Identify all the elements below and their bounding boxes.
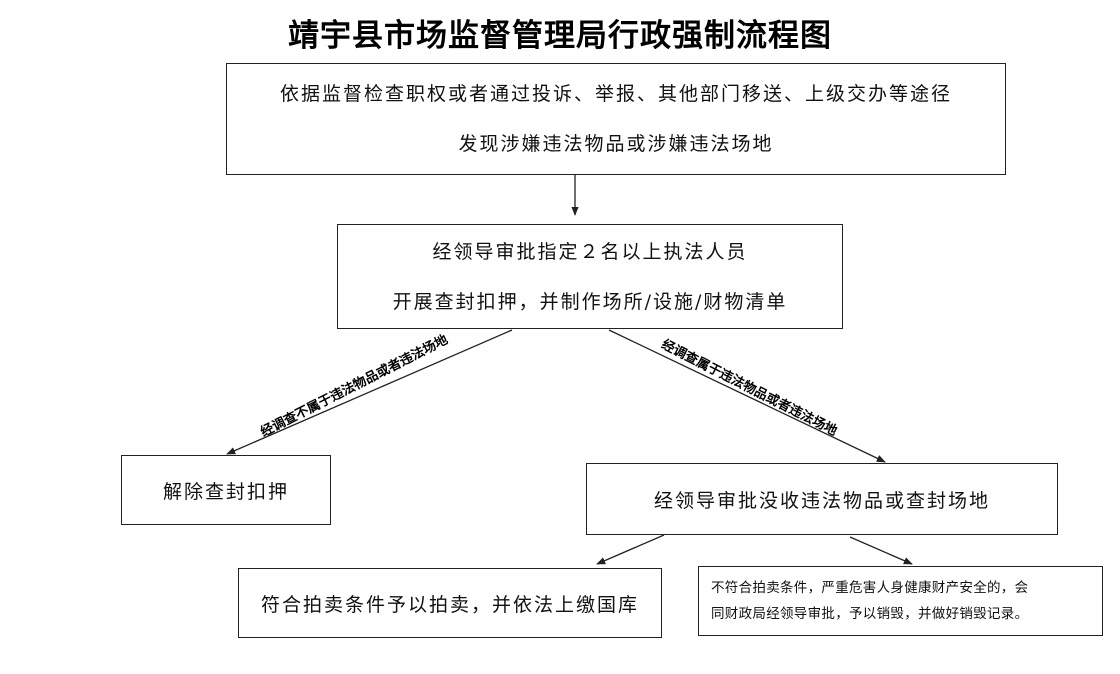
node-start-line1: 依据监督检查职权或者通过投诉、举报、其他部门移送、上级交办等途径: [279, 83, 952, 105]
node-release: 解除查封扣押: [121, 455, 331, 525]
node-auction-line1: 符合拍卖条件予以拍卖，并依法上缴国库: [260, 593, 639, 616]
arrow-confiscate-to-destroy: [849, 536, 913, 565]
node-confiscate-line1: 经领导审批没收违法物品或查封场地: [653, 489, 990, 512]
node-release-line1: 解除查封扣押: [162, 480, 289, 503]
node-start-line2: 发现涉嫌违法物品或涉嫌违法场地: [458, 133, 774, 155]
arrow-seize-to-release: [226, 329, 513, 455]
node-destroy-line1: 不符合拍卖条件，严重危害人身健康财产安全的，会: [711, 580, 1029, 596]
node-confiscate: 经领导审批没收违法物品或查封场地: [586, 463, 1058, 535]
node-destroy: 不符合拍卖条件，严重危害人身健康财产安全的，会 同财政局经领导审批，予以销毁，并…: [698, 566, 1103, 636]
node-seize-line1: 经领导审批指定２名以上执法人员: [432, 240, 748, 263]
node-destroy-line2: 同财政局经领导审批，予以销毁，并做好销毁记录。: [711, 606, 1029, 622]
page-title: 靖宇县市场监督管理局行政强制流程图: [288, 18, 832, 54]
node-auction: 符合拍卖条件予以拍卖，并依法上缴国库: [238, 568, 662, 638]
node-seize-line2: 开展查封扣押，并制作场所/设施/财物清单: [392, 290, 788, 313]
node-seize: 经领导审批指定２名以上执法人员 开展查封扣押，并制作场所/设施/财物清单: [337, 224, 843, 329]
node-start: 依据监督检查职权或者通过投诉、举报、其他部门移送、上级交办等途径 发现涉嫌违法物…: [226, 63, 1006, 175]
arrow-seize-to-confiscate: [608, 329, 886, 463]
arrow-confiscate-to-auction: [596, 534, 665, 565]
